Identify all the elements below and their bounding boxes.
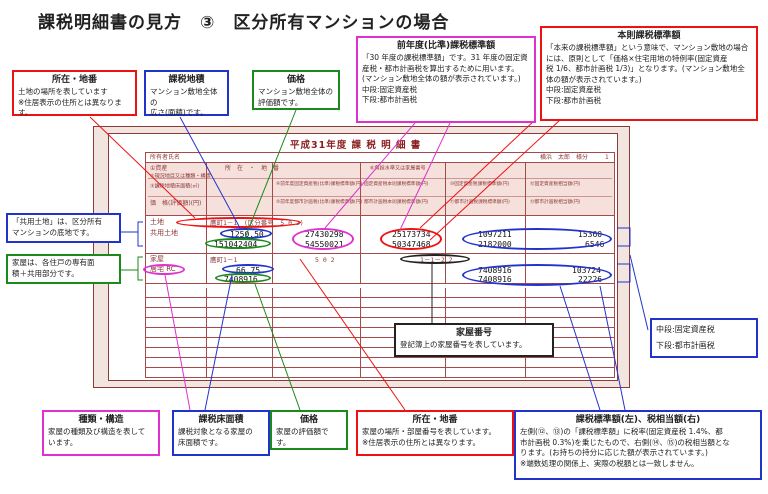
- building-price-oval: [215, 273, 271, 283]
- land-price-oval: [205, 238, 271, 249]
- callout-building-location: 所在・地番 家屋の場所・部屋番号を表しています。 ※住居表示の住所とは異なります…: [356, 410, 514, 456]
- callout-tax-amount: 課税標準額(左)、税相当額(右) 左側(⑫、⑬)の「課税標準額」に税率(固定資産…: [514, 410, 762, 480]
- building-type: 家屋: [150, 255, 164, 263]
- col-std-city: ⑪都市計画税課税標準額(円): [450, 199, 510, 205]
- col-prev-city: ⑤前年度都市計画税(比準)課税標準額(円): [276, 199, 363, 205]
- callout-land-area: 課税地積 マンション敷地全体の 広さ(面積)です。: [144, 70, 229, 117]
- col-location: 所 在 ・ 地 番: [225, 165, 280, 172]
- building-room: 5 0 2: [315, 256, 335, 264]
- statement-title: 平成31年度 課 税 明 細 書: [290, 140, 422, 151]
- land-kind: 共用土地: [150, 229, 178, 237]
- building-location: 鷹町1－1: [210, 256, 238, 264]
- col-asset: ①資産: [150, 165, 168, 172]
- land-type: 土地: [150, 218, 164, 226]
- col-burden: ⑥負担水準又は家屋番号: [370, 165, 426, 171]
- col-base-fixed: 固定資産税本則課税標準額(円): [364, 181, 429, 187]
- callout-building-area: 家屋は、各住戸の専有面 積＋共用部分です。: [6, 254, 121, 284]
- land-std-tax-oval: [462, 228, 612, 250]
- callout-prev-year-base: 前年度(比準)課税標準額 「30 年度の課税標準額」です。31 年度の固定資 産…: [356, 36, 536, 123]
- callout-floor-area: 課税床面積 課税対象となる家屋の 床面積です。: [172, 410, 270, 456]
- callout-common-land: 「共用土地」は、区分所有 マンションの底地です。: [6, 213, 121, 243]
- building-std-tax-oval: [462, 264, 612, 286]
- owner-name: 横浜 太郎 様分: [540, 154, 589, 161]
- callout-building-price: 価格 家屋の評価額です。: [270, 410, 348, 450]
- land-location-oval: [176, 217, 301, 228]
- col-base-city: 都市計画税本則課税標準額(円): [364, 199, 429, 205]
- col-tax-city: ⑬都市計画税相当額(円): [530, 199, 581, 205]
- col-prev-fixed: ④前年度固定資産税(比準)課税標準額(円): [276, 181, 363, 187]
- building-kind-oval: [143, 264, 185, 275]
- col-std-fixed: ⑩固定資産税課税標準額(円): [450, 181, 510, 187]
- callout-standard-base: 本則課税標準額 「本来の課税標準額」という意味で、マンション敷地の場合 には、原…: [540, 26, 758, 121]
- callout-type-structure: 種類・構造 家屋の種類及び構造を表して います。: [42, 410, 160, 456]
- col-tax-fixed: ⑫固定資産税相当額(円): [530, 181, 581, 187]
- col-kind: ②現況地目又は種類・構造: [150, 173, 211, 179]
- callout-land-price: 価格 マンション敷地全体の 評価額です。: [252, 70, 340, 110]
- callout-land-location: 所在・地番 土地の場所を表しています ※住居表示の住所とは異なります。: [12, 70, 137, 117]
- land-prev-oval: [292, 228, 354, 250]
- callout-house-number: 家屋番号 登記簿上の家屋番号を表しています。: [394, 323, 554, 357]
- page-title: 課税明細書の見方 ③ 区分所有マンションの場合: [38, 13, 450, 33]
- page-number: 1: [605, 154, 609, 161]
- owner-label: 所有者氏名: [150, 154, 181, 161]
- land-base-oval: [380, 228, 442, 250]
- col-price: 価 格(評価額)(円): [150, 200, 202, 207]
- building-number-oval: [400, 254, 470, 264]
- col-area: ③課税地積床面積(㎡): [150, 183, 200, 189]
- callout-tax-legend: 中段:固定資産税 下段:都市計画税: [650, 318, 758, 358]
- header-band: [145, 163, 615, 215]
